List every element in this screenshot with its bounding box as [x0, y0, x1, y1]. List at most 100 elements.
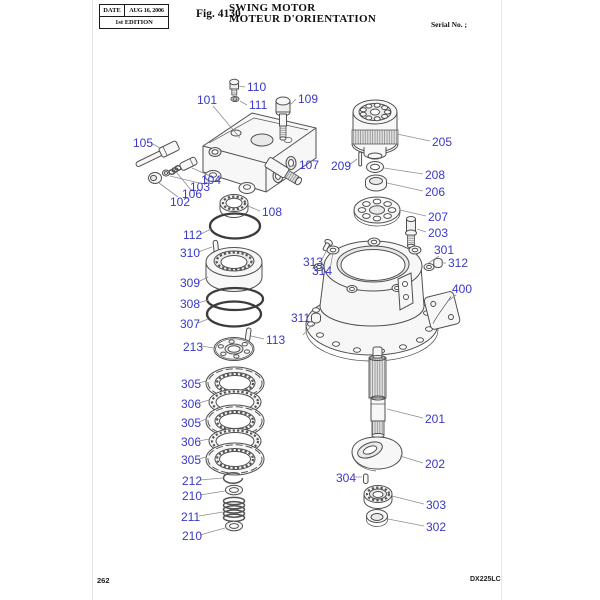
- leader-line: [198, 456, 207, 460]
- callout-110: 110: [238, 80, 266, 94]
- part-pin-304: [363, 473, 369, 484]
- part-number-label: 101: [197, 93, 217, 107]
- leader-line: [200, 345, 215, 349]
- callout-206: 206: [386, 182, 445, 199]
- callout-311: 311: [291, 311, 314, 336]
- callout-209: 209: [331, 158, 358, 173]
- part-washer-210-1: [225, 484, 243, 496]
- leader-line: [423, 255, 440, 267]
- callout-400: 400: [447, 282, 472, 302]
- part-number-label: 305: [181, 377, 201, 391]
- part-number-label: 105: [133, 136, 153, 150]
- part-bearing-108: [219, 194, 249, 218]
- leader-line: [199, 477, 224, 481]
- date-box: DATE AUG 16, 2006 1st EDITION: [99, 4, 169, 29]
- callout-203: 203: [416, 226, 448, 240]
- part-brake-piston-309: [205, 247, 263, 292]
- callout-303: 303: [391, 495, 446, 512]
- part-swash-plate-202: [351, 436, 403, 472]
- part-number-label: 106: [182, 187, 202, 201]
- part-oring-308: [205, 286, 265, 312]
- part-check-valve-104: [179, 156, 198, 171]
- leader-line: [198, 418, 207, 423]
- callout-202: 202: [399, 455, 445, 471]
- callout-213: 213: [183, 340, 215, 354]
- callout-207: 207: [399, 209, 448, 224]
- part-number-label: 310: [180, 246, 200, 260]
- leader-line: [320, 249, 328, 262]
- leader-line: [288, 164, 298, 168]
- page-number: 262: [97, 576, 110, 585]
- leader-line: [169, 175, 200, 184]
- part-bolt-203: [405, 216, 417, 249]
- part-number-label: 206: [425, 185, 445, 199]
- part-oil-seal-302: [366, 509, 388, 527]
- part-number-label: 212: [182, 474, 202, 488]
- leader-line: [247, 205, 261, 212]
- part-number-label: 305: [181, 416, 201, 430]
- part-brake-spring-211: [222, 496, 246, 523]
- callout-205: 205: [396, 133, 452, 149]
- part-number-label: 207: [428, 210, 448, 224]
- leader-line: [198, 511, 224, 517]
- part-number-label: 303: [426, 498, 446, 512]
- callout-308: 308: [180, 297, 209, 311]
- leader-line: [197, 246, 213, 253]
- callout-309: 309: [180, 276, 209, 290]
- leader-line: [158, 182, 179, 198]
- serial-number-label: Serial No. ;: [431, 20, 468, 29]
- leader-line: [250, 335, 265, 340]
- callout-306: 306: [181, 397, 210, 411]
- callout-201: 201: [386, 408, 445, 426]
- leader-line: [386, 182, 424, 192]
- leader-line: [238, 85, 246, 88]
- part-oring-307: [205, 300, 263, 328]
- part-number-label: 110: [247, 80, 266, 94]
- title-french: MOTEUR D'ORIENTATION: [229, 12, 377, 25]
- page-title: SWING MOTOR MOTEUR D'ORIENTATION: [229, 3, 377, 25]
- part-number-label: 108: [262, 205, 282, 219]
- callout-307: 307: [180, 317, 209, 331]
- leader-line: [447, 294, 457, 302]
- part-washer-210-2: [225, 520, 243, 532]
- callout-112: 112: [183, 228, 212, 242]
- edition-label: 1st EDITION: [115, 18, 153, 26]
- callout-111: 111: [239, 98, 268, 112]
- part-number-label: 213: [183, 340, 203, 354]
- callout-104: 104: [191, 167, 221, 187]
- part-friction-plate-305-3: [204, 441, 266, 477]
- part-number-label: 309: [180, 276, 200, 290]
- part-number-label: 306: [181, 397, 201, 411]
- leader-line: [399, 455, 424, 464]
- part-number-label: 211: [181, 510, 200, 524]
- leader-line: [150, 142, 161, 149]
- model-code: DX225LC: [470, 576, 501, 583]
- part-plug-102: [148, 172, 162, 184]
- part-number-label: 208: [425, 168, 445, 182]
- part-number-label: 314: [312, 264, 332, 278]
- part-number-label: 201: [425, 412, 445, 426]
- callout-109: 109: [289, 92, 318, 106]
- part-retainer-plate-207: [353, 196, 401, 227]
- part-number-label: 307: [180, 317, 200, 331]
- part-bearing-303: [363, 485, 393, 509]
- callout-211: 211: [181, 510, 224, 524]
- part-valve-block-400: [423, 291, 461, 330]
- callout-102: 102: [158, 182, 190, 209]
- part-snap-ring-212: [222, 472, 244, 484]
- part-number-label: 104: [201, 173, 221, 187]
- part-plug-110: [229, 78, 240, 96]
- leader-line: [416, 228, 427, 233]
- leader-line: [212, 105, 241, 139]
- part-number-label: 301: [434, 243, 454, 257]
- part-bolt-313-314: [322, 238, 333, 252]
- leader-line: [387, 518, 425, 527]
- part-cylinder-block-205: [351, 99, 399, 160]
- callout-302: 302: [387, 518, 446, 534]
- callout-304: 304: [336, 471, 362, 485]
- part-number-label: 205: [432, 135, 452, 149]
- callout-314: 314: [312, 251, 334, 278]
- part-number-label: 210: [182, 489, 202, 503]
